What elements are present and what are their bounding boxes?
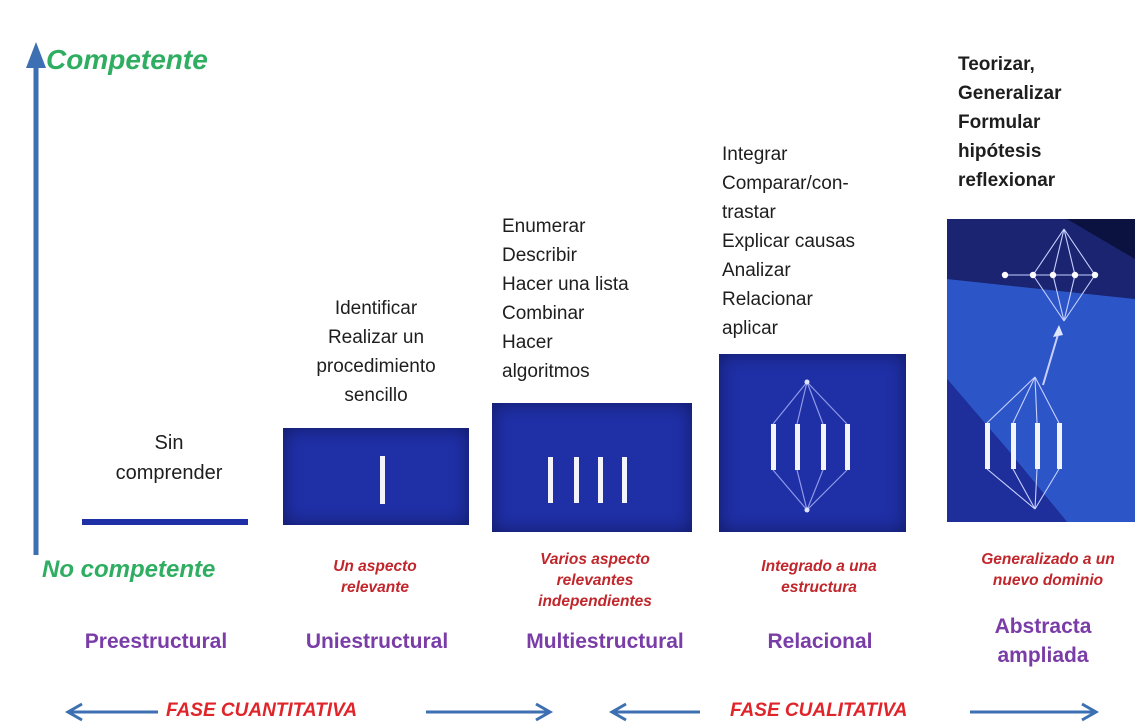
level-name-uniestructural: Uniestructural [305,630,449,653]
relational-structure-lines [772,379,848,513]
level-name-line: ampliada [997,644,1089,667]
verb-line: Realizar un [327,327,425,348]
element-bar [845,424,850,470]
level-name-line: Abstracta [994,615,1092,638]
axis-bottom-label: No competente [42,556,216,583]
verb-line: Explicar causas [722,231,856,252]
multiestructural-verbs: Enumerar Describir Hacer una lista Combi… [502,212,692,386]
abstracta-description: Generalizado a un nuevo dominio [958,549,1138,591]
verb-line: procedimiento [316,356,436,377]
preestructural-baseline-bar [82,519,248,525]
level-name-abstracta: Abstracta ampliada [958,612,1128,670]
verb-line: Teorizar, [958,54,1035,75]
level-name-preestructural: Preestructural [84,630,228,653]
preestructural-verbs: Sin comprender [94,428,244,488]
level-name-relacional: Relacional [767,630,873,653]
description-line: Integrado a una [761,558,877,575]
description-line: relevantes [556,572,634,589]
relacional-verbs: Integrar Comparar/con- trastar Explicar … [722,140,922,343]
qual-right-arrowhead [1081,702,1100,722]
multiestructural-description: Varios aspecto relevantes independientes [510,549,680,612]
verb-line: comprender [115,462,223,484]
element-bar [622,457,627,503]
quant-right-arrowhead [535,702,554,722]
abstracta-verbs: Teorizar, Generalizar Formular hipótesis… [958,50,1128,195]
verb-line: aplicar [722,318,778,339]
axis-top-label: Competente [46,44,208,75]
phase-qualitative: FASE CUALITATIVA [730,700,908,721]
element-bar [795,424,800,470]
description-line: Un aspecto [333,558,417,575]
description-line: Generalizado a un [981,551,1115,568]
uniestructural-description: Un aspecto relevante [300,556,450,598]
verb-line: Formular [958,112,1041,133]
uniestructural-verbs: Identificar Realizar un procedimiento se… [276,294,476,410]
element-bar [548,457,553,503]
element-bar [821,424,826,470]
verb-line: Describir [502,245,577,266]
verb-line: algoritmos [502,361,590,382]
verb-line: Hacer [502,332,553,353]
verb-line: Integrar [722,144,788,165]
verb-line: Comparar/con- [722,173,849,194]
abstract-structure-graphic [947,219,1135,522]
verb-line: Analizar [722,260,791,281]
verb-line: Enumerar [502,216,586,237]
verb-line: Hacer una lista [502,274,629,295]
verb-line: Sin [154,432,184,454]
description-line: nuevo dominio [992,572,1104,589]
element-bar [380,456,385,504]
abstracta-box [947,219,1135,522]
phase-quantitative: FASE CUANTITATIVA [166,700,358,721]
relacional-description: Integrado a una estructura [734,556,904,598]
element-bar [574,457,579,503]
vertical-axis-arrowhead [26,42,46,68]
qual-left-arrowhead [608,702,627,722]
description-line: relevante [340,579,410,596]
element-bar [598,457,603,503]
verb-line: hipótesis [958,141,1042,162]
verb-line: Combinar [502,303,585,324]
verb-line: Relacionar [722,289,813,310]
multiestructural-box [492,403,692,532]
description-line: estructura [781,579,857,596]
quant-left-arrowhead [64,702,83,722]
element-bar [771,424,776,470]
verb-line: sencillo [344,385,408,406]
level-name-multiestructural: Multiestructural [526,630,684,653]
uniestructural-box [283,428,469,525]
relacional-box [719,354,906,532]
verb-line: Identificar [334,298,418,319]
description-line: Varios aspecto [540,551,650,568]
verb-line: Generalizar [958,83,1062,104]
verb-line: reflexionar [958,170,1056,191]
verb-line: trastar [722,202,776,223]
description-line: independientes [538,593,652,610]
